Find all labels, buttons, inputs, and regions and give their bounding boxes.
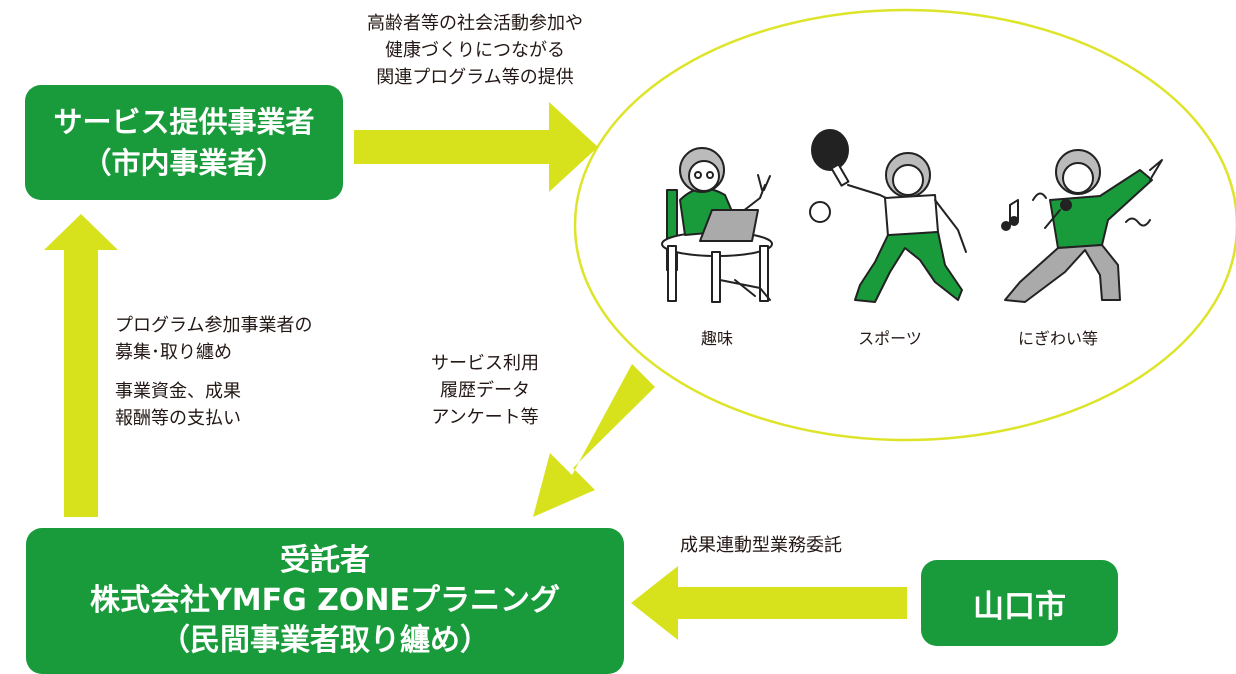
recruitment-note: プログラム参加事業者の 募集･取り纏め: [115, 315, 313, 363]
activity-label-hobby: 趣味: [700, 329, 733, 348]
city-label: 山口市: [973, 588, 1066, 625]
program-provision-note: 高齢者等の社会活動参加や 健康づくりにつながる 関連プログラム等の提供: [367, 13, 583, 88]
activity-label-nigiwai: にぎわい等: [1017, 329, 1098, 348]
service-provider-subtitle: （市内事業者）: [82, 145, 286, 180]
hobby-illustration: [661, 147, 773, 303]
arrow-contractor-to-provider: [44, 214, 118, 517]
activity-ellipse: [573, 8, 1236, 442]
contractor-role: （民間事業者取り纏め）: [160, 623, 490, 658]
usage-data-note: サービス利用 履歴データ アンケート等: [431, 353, 539, 428]
arrow-provider-to-activities: [354, 102, 598, 192]
yamaguchi-city-box: 山口市: [921, 560, 1118, 646]
arrow-city-to-contractor: [631, 566, 907, 640]
contractor-company: 株式会社YMFG ZONEプラニング: [90, 583, 560, 618]
service-provider-title: サービス提供事業者: [53, 104, 315, 139]
sports-illustration: [809, 129, 967, 303]
contractor-box: 受託者 株式会社YMFG ZONEプラニング （民間事業者取り纏め）: [26, 528, 624, 674]
outcome-contract-note: 成果連動型業務委託: [680, 535, 842, 556]
service-provider-box: サービス提供事業者 （市内事業者）: [25, 85, 343, 200]
karaoke-illustration: [1001, 149, 1163, 303]
arrow-activities-to-contractor: [533, 364, 655, 517]
payment-note: 事業資金、成果 報酬等の支払い: [115, 381, 241, 429]
activity-label-sports: スポーツ: [858, 329, 922, 348]
contractor-title: 受託者: [280, 543, 370, 578]
